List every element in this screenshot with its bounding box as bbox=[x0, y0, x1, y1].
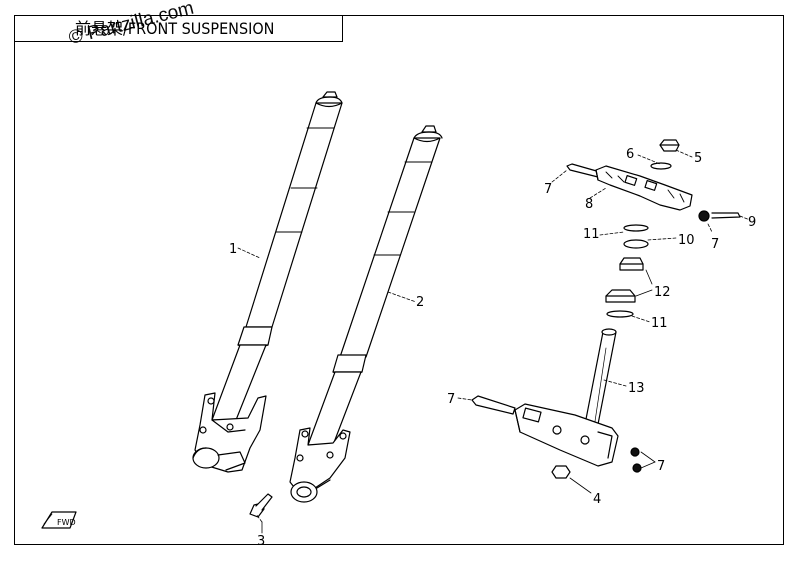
callout-labels: 1 2 3 4 5 6 7 7 7 7 8 9 10 11 11 12 13 bbox=[229, 147, 756, 549]
fork-leg-1[interactable] bbox=[192, 91, 343, 473]
callout-3: 3 bbox=[257, 534, 265, 549]
callout-7-lower-right: 7 bbox=[657, 459, 665, 474]
callout-7-top-left: 7 bbox=[544, 182, 552, 197]
callout-1: 1 bbox=[229, 242, 237, 257]
callout-5: 5 bbox=[694, 151, 702, 166]
callout-4: 4 bbox=[593, 492, 601, 507]
callout-7-top-right: 7 bbox=[711, 237, 719, 252]
callout-12: 12 bbox=[654, 285, 671, 300]
bolt-3[interactable] bbox=[249, 493, 273, 518]
front-direction-arrow-icon: FWD bbox=[41, 511, 77, 529]
callout-7-lower-left: 7 bbox=[447, 392, 455, 407]
callout-6: 6 bbox=[626, 147, 634, 162]
page-title: 前悬架/FRONT SUSPENSION bbox=[14, 15, 343, 42]
callout-8: 8 bbox=[585, 197, 593, 212]
fork-leg-2[interactable] bbox=[289, 125, 443, 503]
svg-text:FWD: FWD bbox=[57, 518, 76, 527]
callout-13: 13 bbox=[628, 381, 645, 396]
callout-9: 9 bbox=[748, 215, 756, 230]
callout-11-lower: 11 bbox=[651, 316, 668, 331]
callout-11-upper: 11 bbox=[583, 227, 600, 242]
steering-stem-assembly[interactable] bbox=[471, 139, 741, 479]
drawing-frame bbox=[14, 15, 784, 545]
leader-lines bbox=[237, 149, 751, 534]
callout-2: 2 bbox=[416, 295, 424, 310]
callout-10: 10 bbox=[678, 233, 695, 248]
